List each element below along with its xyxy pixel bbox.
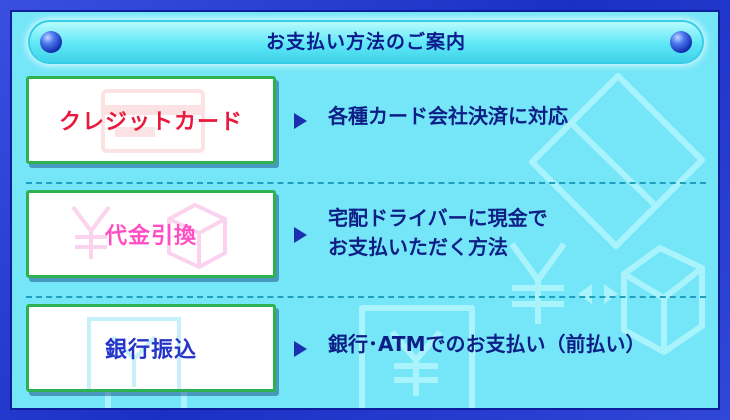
- box-watermark-icon: [621, 245, 705, 355]
- credit-card-watermark-icon: [529, 73, 705, 249]
- description-line: 宅配ドライバーに現金で: [328, 206, 548, 230]
- sphere-left-icon: [40, 31, 62, 53]
- arrow-right-icon: [294, 113, 307, 129]
- cash-on-delivery-button[interactable]: 代金引換: [26, 190, 276, 278]
- credit-card-label: クレジットカード: [58, 110, 243, 135]
- row-divider: [26, 182, 706, 184]
- credit-card-button[interactable]: クレジットカード: [26, 76, 276, 164]
- arrow-right-icon: [294, 227, 307, 243]
- atm-icon: [87, 317, 181, 389]
- bank-transfer-description: 銀行･ATMでのお支払い（前払い）: [328, 330, 645, 359]
- bank-transfer-label: 銀行振込: [104, 338, 197, 363]
- payment-methods-panel: お支払い方法のご案内 クレジットカード 各種カード会社決済に対応: [10, 10, 720, 410]
- row-divider: [26, 296, 706, 298]
- page-title: お支払い方法のご案内: [265, 31, 466, 53]
- arrow-right-icon: [294, 341, 307, 357]
- bank-transfer-button[interactable]: 銀行振込: [26, 304, 276, 392]
- cash-on-delivery-description: 宅配ドライバーに現金で お支払いただく方法: [328, 204, 548, 262]
- description-line: 各種カード会社決済に対応: [328, 104, 568, 128]
- credit-card-icon: [101, 89, 205, 153]
- description-line: 銀行･ATMでのお支払い（前払い）: [328, 332, 646, 356]
- yen-box-icon: [71, 202, 227, 270]
- yen-watermark-icon: [509, 242, 567, 324]
- atm-watermark-icon: [359, 305, 475, 408]
- transfer-arrows-watermark-icon: [578, 284, 618, 304]
- cash-on-delivery-label: 代金引換: [104, 224, 197, 249]
- sphere-right-icon: [670, 31, 692, 53]
- description-line: お支払いただく方法: [328, 235, 508, 259]
- credit-card-description: 各種カード会社決済に対応: [328, 102, 568, 131]
- title-bar: お支払い方法のご案内: [30, 22, 702, 62]
